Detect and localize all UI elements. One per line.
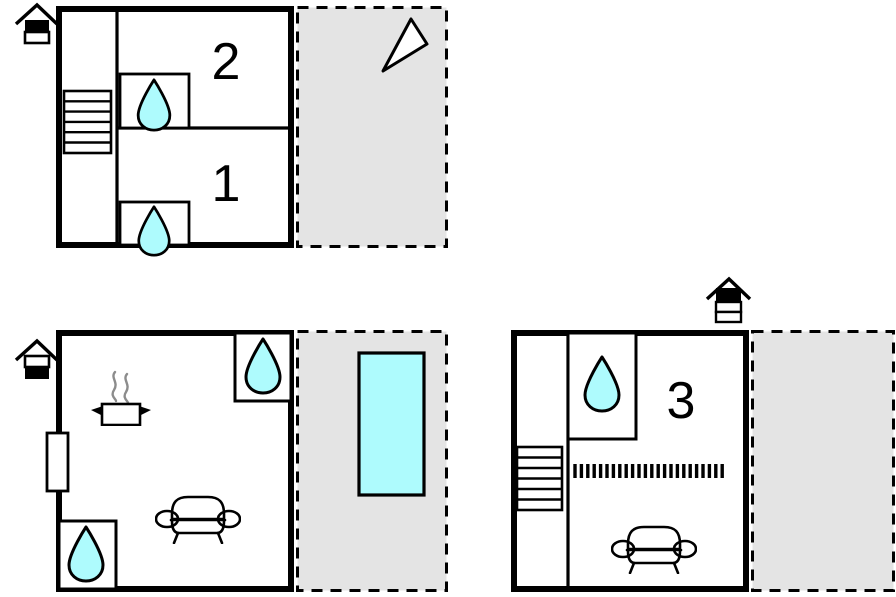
room-label: 1 <box>212 155 241 213</box>
room-label: 2 <box>212 33 241 91</box>
bathroom-room <box>118 200 191 257</box>
bathroom-room <box>233 331 293 403</box>
swimming-pool-icon <box>357 351 426 497</box>
bathroom-room <box>118 72 191 132</box>
bathroom-room <box>57 519 118 591</box>
stairs-icon <box>515 445 564 512</box>
bathroom-room <box>566 331 638 441</box>
plan-lower-floor: 3 <box>511 276 895 592</box>
dotted-railing-icon <box>573 464 724 478</box>
room-label: 3 <box>667 372 696 430</box>
door-icon <box>45 431 70 493</box>
house-north-marker-icon <box>14 338 59 379</box>
terrace-area <box>751 330 895 592</box>
house-north-marker-icon <box>705 276 752 324</box>
house-north-marker-icon <box>14 2 59 45</box>
plan-upper-floor: 2 1 <box>14 2 448 257</box>
plan-ground-floor <box>14 330 448 592</box>
stairs-icon <box>62 89 113 155</box>
